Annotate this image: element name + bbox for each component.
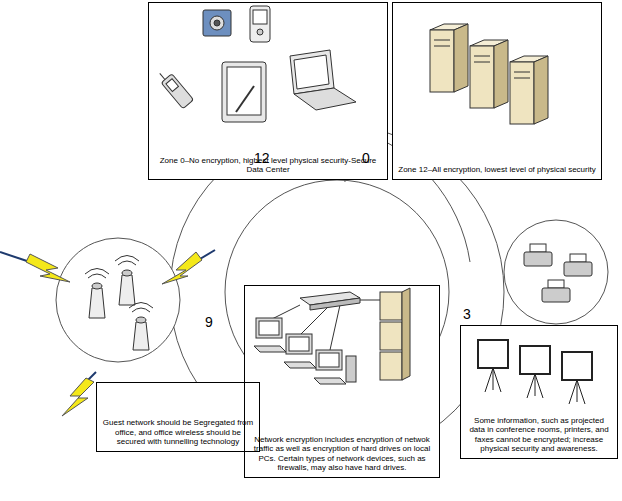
network-devices-part [254, 346, 286, 352]
box-text: Network encryption includes encryption o… [245, 432, 439, 477]
projector-screens-part [569, 380, 585, 404]
mobile-devices-part-part [161, 74, 194, 109]
projector-screens-part [485, 368, 501, 392]
text-box: Network encryption includes encryption o… [244, 285, 440, 478]
network-devices-part [256, 318, 282, 338]
network-devices-part [284, 362, 316, 368]
text-box: Guest network should be Segregated from … [96, 382, 260, 452]
servers-part [514, 78, 530, 79]
wireless-access-points-part [89, 288, 105, 318]
mobile-devices-part [210, 16, 224, 30]
network-devices-part [286, 334, 312, 354]
wireless-access-points-part [129, 303, 153, 313]
mobile-devices-part [294, 88, 356, 110]
mobile-devices-part [294, 55, 329, 89]
printers-part [542, 288, 570, 302]
lightning-bolts-part [26, 254, 70, 282]
side-circles-part [56, 238, 180, 362]
box-grounds-part [460, 325, 618, 459]
printers [524, 244, 592, 302]
lightning-bolts-part [0, 252, 30, 262]
zone-number: 3 [463, 306, 471, 322]
servers-part [474, 56, 490, 57]
mobile-devices-part [214, 20, 220, 26]
wireless-access-points-part [136, 317, 146, 323]
projector-screens-part [478, 340, 508, 368]
box-text: Guest network should be Segregated from … [97, 415, 259, 451]
printers-part [570, 254, 586, 262]
servers-part [510, 62, 534, 124]
projector-screens-part [527, 374, 543, 398]
servers-part [474, 62, 490, 63]
network-devices-part [310, 298, 360, 310]
printers-part [530, 244, 546, 252]
projector-screens [478, 340, 592, 404]
zone-number: 9 [205, 314, 213, 330]
servers [430, 24, 548, 124]
network-devices-part [380, 322, 402, 350]
mobile-devices-part [257, 29, 263, 35]
printers-part [564, 262, 592, 276]
servers-part [430, 30, 454, 92]
printers-part [524, 252, 552, 266]
servers-part [434, 46, 450, 47]
wireless-access-points [85, 256, 153, 351]
mobile-devices-part [236, 86, 254, 112]
printers-part [548, 280, 564, 288]
network-devices [254, 288, 410, 384]
box-grounds-part [148, 2, 388, 180]
wireless-access-points-part [85, 269, 109, 279]
zone-number: 0 [362, 150, 370, 166]
network-devices-part [289, 337, 309, 351]
network-devices-part [259, 321, 279, 335]
network-devices-part [346, 356, 356, 382]
side-circles-part [504, 220, 608, 324]
network-devices-part [316, 350, 342, 370]
projector-screens-part [562, 352, 592, 380]
mobile-devices-part-part [166, 79, 179, 92]
mobile-devices-part [156, 68, 194, 109]
text-box: Some information, such as projected data… [460, 325, 618, 459]
mobile-devices-part [290, 50, 334, 94]
mobile-devices-part [250, 6, 270, 42]
mobile-devices-part [203, 10, 231, 36]
box-grounds-part [96, 382, 260, 452]
servers-part [470, 46, 494, 108]
servers-part [534, 56, 548, 124]
servers-part [454, 24, 468, 92]
mobile-devices-part [222, 62, 266, 122]
wireless-access-points-part [119, 275, 135, 305]
wireless-access-points-part [92, 283, 102, 289]
mobile-devices-part [227, 67, 261, 115]
wireless-access-points-part [133, 322, 149, 350]
box-grounds [96, 2, 618, 478]
box-text: Zone 12–All encryption, lowest level of … [393, 162, 601, 179]
box-grounds-part [244, 285, 440, 478]
network-devices-part [380, 352, 402, 380]
wireless-access-points-part [115, 256, 139, 266]
network-devices-part [402, 288, 410, 380]
servers-part [494, 40, 508, 108]
lightning-bolts [0, 250, 215, 416]
network-devices-part [319, 353, 339, 367]
lightning-bolts-part [62, 378, 94, 416]
text-box: Zone 12–All encryption, lowest level of … [392, 2, 602, 180]
mobile-devices-part-part [160, 73, 165, 79]
wireless-access-points-part [122, 270, 132, 276]
servers-part [434, 40, 450, 41]
box-text: Some information, such as projected data… [461, 413, 617, 458]
mobile-devices [156, 6, 356, 122]
servers-part [514, 72, 530, 73]
mobile-devices-part [253, 10, 267, 24]
box-grounds-part [392, 2, 602, 180]
projector-screens-part [520, 346, 550, 374]
network-devices-part [380, 292, 402, 320]
network-devices-part [314, 378, 346, 384]
zone-number: 12 [254, 150, 270, 166]
lightning-bolts-part [162, 252, 202, 284]
